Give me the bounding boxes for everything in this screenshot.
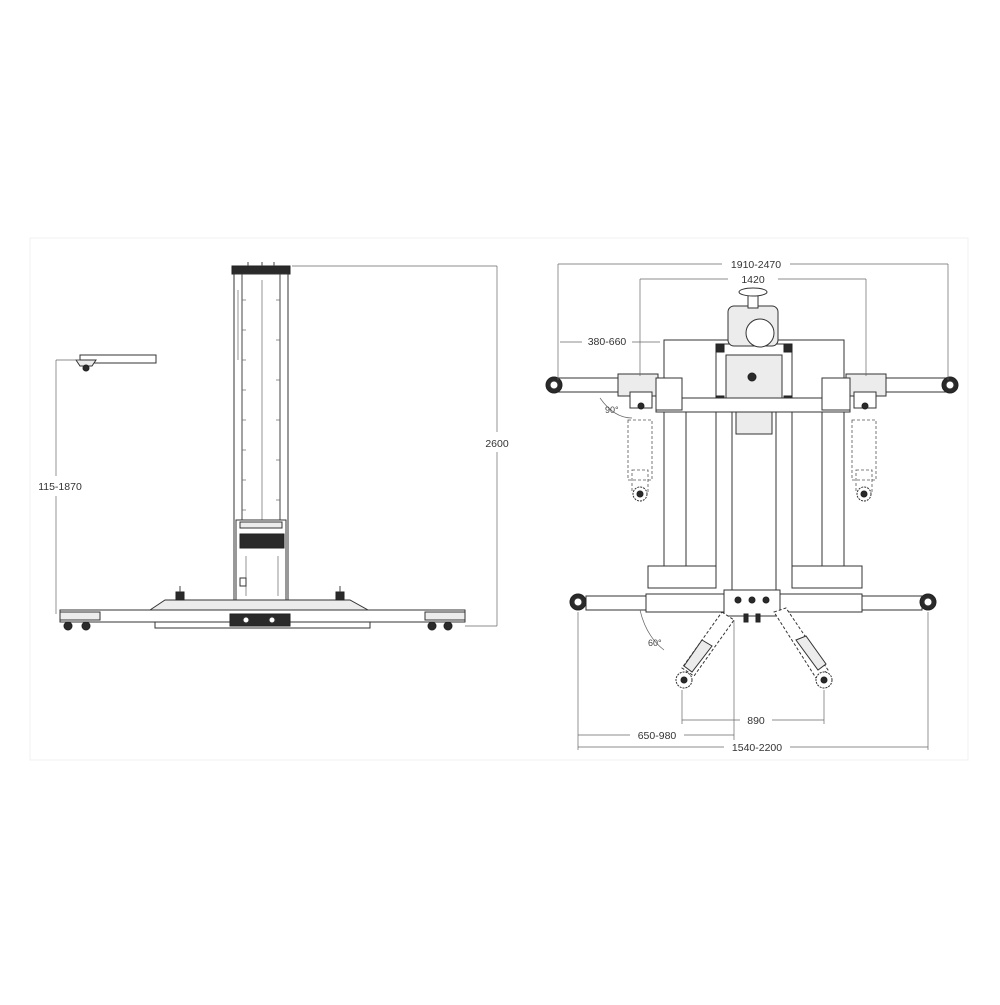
angle-label-rear: 60° (648, 638, 662, 648)
cross-beam (655, 397, 851, 413)
dim-label-lift-range: 115-1870 (38, 481, 82, 493)
dim-label-overall-front: 1910-2470 (731, 259, 781, 271)
dim-label-rear-inner: 890 (747, 715, 765, 727)
angle-label-front: 90° (605, 405, 619, 415)
lift-base (59, 586, 466, 631)
lift-column (231, 262, 291, 601)
caster-wheel (81, 621, 91, 631)
dim-650-980: 650-980 (578, 620, 735, 742)
dim-380-660: 380-660 (560, 336, 660, 348)
dim-1540-2200: 1540-2200 (577, 612, 929, 754)
carriage-block (239, 533, 285, 549)
caster-wheel (443, 621, 453, 631)
side-view: 2600 115-1870 (38, 262, 509, 631)
dim-label-overall-rear: 1540-2200 (732, 742, 782, 754)
rear-arm-left: 60° (639, 609, 735, 689)
dim-115-1870: 115-1870 (38, 359, 82, 614)
lift-arm-raised (75, 354, 157, 372)
motor-unit (715, 287, 793, 405)
dim-2600: 2600 (292, 265, 509, 627)
caster-wheel (427, 621, 437, 631)
caster-wheel (63, 621, 73, 631)
top-view: 90° (545, 259, 959, 754)
rear-arm-right (773, 607, 833, 689)
front-arm-right (821, 373, 959, 502)
front-arm-left: 90° (545, 373, 683, 502)
dim-label-rear-arm: 650-980 (638, 730, 677, 742)
dim-label-front-arm: 380-660 (588, 336, 627, 348)
drawing-frame (29, 237, 969, 761)
rear-base (569, 589, 937, 623)
dim-890: 890 (681, 690, 825, 727)
dim-1910-2470: 1910-2470 (557, 259, 949, 380)
dim-1420: 1420 (639, 274, 867, 376)
dim-label-inner-front: 1420 (741, 274, 765, 286)
dim-label-height: 2600 (485, 438, 509, 450)
